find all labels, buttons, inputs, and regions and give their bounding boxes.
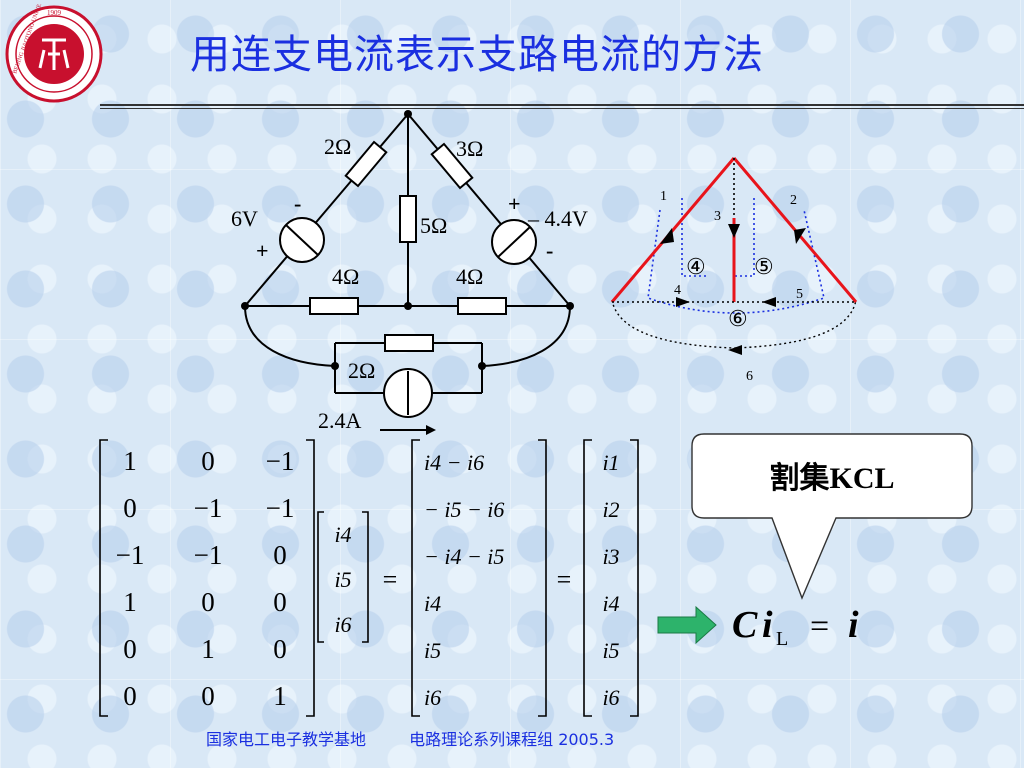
formula-subscript: L xyxy=(776,628,788,650)
footer-left: 国家电工电子教学基地 xyxy=(206,730,367,749)
branch-6-arrow-icon xyxy=(728,345,742,355)
c-cell: 0 xyxy=(273,634,287,664)
c-cell: −1 xyxy=(266,493,295,523)
c-cell: 0 xyxy=(123,493,137,523)
kcl-callout: 割集KCL xyxy=(691,433,973,600)
node-label-4: ④ xyxy=(686,254,706,279)
c-cell: 0 xyxy=(123,634,137,664)
label-r-center: 5Ω xyxy=(420,213,447,238)
branch-1-arrow-icon xyxy=(660,228,674,244)
resistor-center xyxy=(399,195,417,243)
node-label-6: ⑥ xyxy=(728,306,748,331)
il-cell: i4 xyxy=(334,522,351,547)
label-r-source: 2Ω xyxy=(348,358,375,383)
footer-right: 电路理论系列课程组 2005.3 xyxy=(409,730,615,749)
c-cell: −1 xyxy=(266,446,295,476)
node-label-5: ⑤ xyxy=(754,254,774,279)
product-cell: − i5 − i6 xyxy=(424,497,504,522)
il-cell: i5 xyxy=(334,567,351,592)
formula-i: i xyxy=(762,604,773,646)
c-cell: 1 xyxy=(123,587,137,617)
university-seal-icon xyxy=(38,38,70,70)
circuit-diagram: 2Ω 3Ω 5Ω 4Ω 4Ω 2Ω – 6.6V – 4.4V 2.4A - +… xyxy=(230,110,588,435)
cutset-graph: 1 2 3 4 5 6 ④ ⑤ ⑥ xyxy=(610,157,858,384)
c-cell: 0 xyxy=(201,446,215,476)
c-cell: 0 xyxy=(273,587,287,617)
product-cell: i4 xyxy=(424,591,441,616)
label-source-right: – 4.4V xyxy=(527,206,588,231)
cut-line-5 xyxy=(734,198,755,277)
branch-label-5: 5 xyxy=(796,287,803,302)
c-cell: 0 xyxy=(123,681,137,711)
title-divider-thin xyxy=(100,108,1024,109)
label-source-left: – 6.6V xyxy=(230,206,258,231)
product-cell: i5 xyxy=(424,638,441,663)
branch-2-arrow-icon xyxy=(794,228,806,244)
branch-label-6: 6 xyxy=(746,369,753,384)
c-cell: −1 xyxy=(194,540,223,570)
label-r-bottom-right: 4Ω xyxy=(456,264,483,289)
c-cell: 0 xyxy=(201,587,215,617)
c-cell: −1 xyxy=(194,493,223,523)
polarity-right-minus: - xyxy=(546,238,553,263)
polarity-right-plus: + xyxy=(508,191,521,216)
polarity-left-minus: - xyxy=(294,191,301,216)
formula-rhs: i xyxy=(848,604,859,646)
c-cell: 1 xyxy=(123,446,137,476)
formula-c: C xyxy=(732,604,758,646)
label-r-top-left: 2Ω xyxy=(324,134,351,159)
resistor-bottom-left xyxy=(309,297,359,315)
i-cell: i2 xyxy=(602,497,619,522)
c-cell: 1 xyxy=(201,634,215,664)
branch-label-2: 2 xyxy=(790,193,797,208)
c-cell: 0 xyxy=(201,681,215,711)
cut-line-4 xyxy=(681,198,706,277)
branch-4-arrow-icon xyxy=(676,297,690,307)
logo-year: 1909 xyxy=(47,9,62,17)
equals-sign: = xyxy=(557,565,572,594)
cut-line-6 xyxy=(647,209,825,314)
matrix-equation: 1 0 −1 0 −1 −1 −1 −1 0 1 0 0 0 1 0 0 0 1… xyxy=(99,439,639,717)
callout-text: 割集KCL xyxy=(769,462,894,495)
product-cell: − i4 − i5 xyxy=(424,544,504,569)
branch-label-4: 4 xyxy=(674,283,681,298)
formula-equals: = xyxy=(810,608,829,645)
footer: 国家电工电子教学基地 电路理论系列课程组 2005.3 xyxy=(206,726,806,750)
c-cell: 0 xyxy=(273,540,287,570)
product-cell: i6 xyxy=(424,685,441,710)
label-current-source: 2.4A xyxy=(318,408,362,433)
title-divider xyxy=(100,104,1024,106)
resistor-source xyxy=(384,334,434,352)
product-cell: i4 − i6 xyxy=(424,450,484,475)
c-cell: 1 xyxy=(273,681,287,711)
resistor-top-left xyxy=(344,140,388,188)
cil-formula: C i L = i xyxy=(657,604,859,650)
branch-label-1: 1 xyxy=(660,189,667,204)
current-arrow-icon xyxy=(426,425,436,435)
polarity-left-plus: + xyxy=(256,238,269,263)
i-cell: i5 xyxy=(602,638,619,663)
branch-3-arrow-icon xyxy=(728,224,740,238)
branch-label-3: 3 xyxy=(714,209,721,224)
il-cell: i6 xyxy=(334,612,351,637)
label-r-top-right: 3Ω xyxy=(456,136,483,161)
i-cell: i4 xyxy=(602,591,619,616)
right-arrow-icon xyxy=(657,605,717,645)
i-cell: i6 xyxy=(602,685,619,710)
resistor-bottom-right xyxy=(457,297,507,315)
c-cell: −1 xyxy=(116,540,145,570)
equals-sign: = xyxy=(383,565,398,594)
resistor-top-right xyxy=(430,142,474,190)
label-r-bottom-left: 4Ω xyxy=(332,264,359,289)
university-logo: 1909 BEIJING JIAOTONG UNIVERSITY xyxy=(5,4,103,103)
page-title: 用连支电流表示支路电流的方法 xyxy=(190,32,764,78)
branch-5-arrow-icon xyxy=(762,297,776,307)
i-cell: i3 xyxy=(602,544,619,569)
i-cell: i1 xyxy=(602,450,619,475)
